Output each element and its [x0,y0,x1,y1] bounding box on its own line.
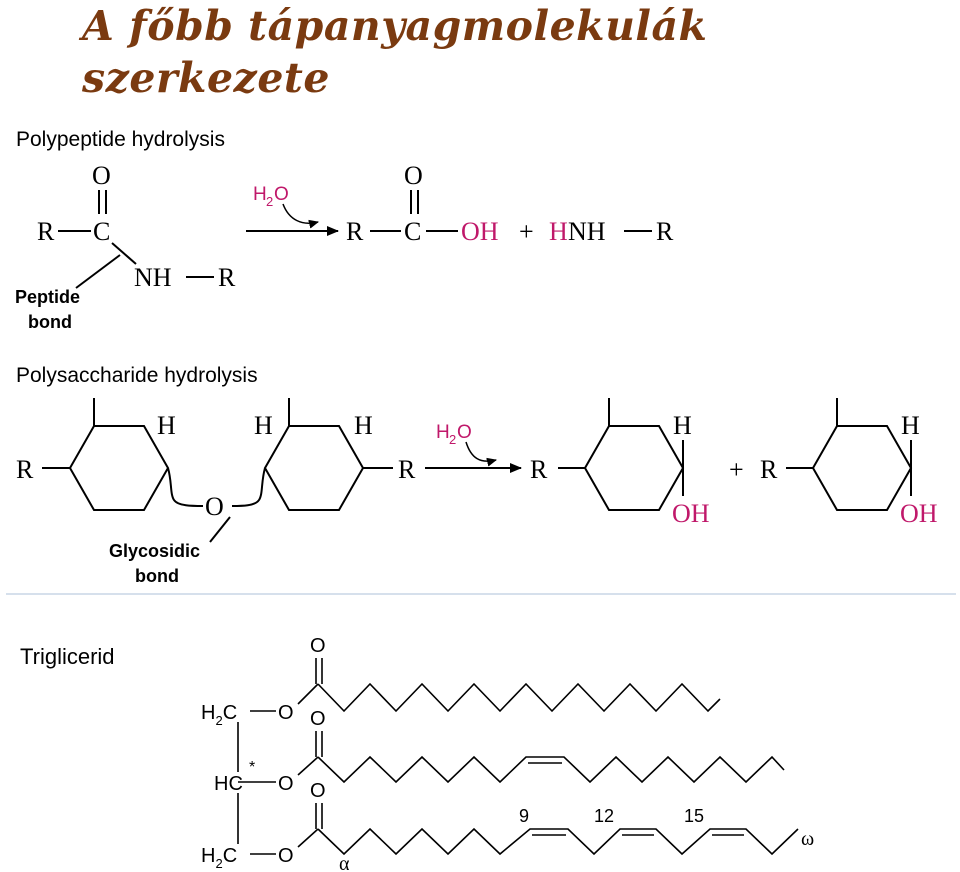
sugar-h-3: H [354,411,373,440]
product-hydroxyl: OH [461,217,499,246]
polypeptide-section: Polypeptide hydrolysis O R C NH R Peptid… [15,128,674,332]
triglyceride-label: Triglicerid [20,644,115,669]
product-sugar-h-2: H [901,411,920,440]
omega-end: ω [801,828,814,850]
sugar-h-1: H [157,411,176,440]
position-9: 9 [519,806,529,826]
saturated-chain [317,682,721,713]
glycerol-bonds [237,658,323,855]
sugar-water-curve-arrow [465,441,497,467]
sugar-r-right: R [398,455,416,484]
carbonyl-carbon: C [93,217,110,246]
peptide-products: O R C OH + H NH R [346,161,674,246]
glycerol-hc-middle: HC [214,773,243,795]
monounsaturated-chain [317,755,785,784]
r-group-left: R [37,217,55,246]
product-sugar-oh-2: OH [900,499,938,528]
sugar-water-o: O [457,422,472,443]
carbonyl-o-2: O [310,708,326,730]
polysaccharide-section: Polysaccharide hydrolysis H [16,364,938,586]
sugar-ring-3 [583,425,685,511]
product-r-group-amine: R [656,217,674,246]
ester-o-3: O [278,845,294,867]
water-h: H [253,184,267,205]
sugar-r-left: R [16,455,34,484]
sugar-ring-1 [68,425,170,511]
alpha-carbon: α [339,853,350,872]
polysaccharide-oh: OH OH [672,499,938,528]
product-nh: NH [568,217,606,246]
plus-sign: + [519,217,534,246]
r-group-amine: R [218,263,236,292]
polyunsaturated-chain [317,827,799,856]
peptide-reactant-bonds [58,190,214,289]
sugar-h-2: H [254,411,273,440]
position-15: 15 [684,806,704,826]
ester-o-2: O [278,773,294,795]
peptide-product-bonds [370,190,652,232]
product-sugar-r-2: R [760,455,778,484]
chain-position-labels: 9 12 15 [519,806,704,826]
sugar-water-h: H [436,422,450,443]
carbonyl-oxygen: O [92,161,111,190]
product-sugar-r-1: R [530,455,548,484]
fatty-acid-chains [317,682,799,856]
peptide-bond-label-1: Peptide [15,287,80,307]
sugar-water-label: H 2 O [436,422,472,447]
product-sugar-plus: + [729,455,744,484]
water-o: O [274,184,289,205]
ester-o-1: O [278,702,294,724]
carbonyl-o-3: O [310,780,326,802]
product-sugar-h-1: H [673,411,692,440]
peptide-bond-label-2: bond [28,312,72,332]
amide-nh: NH [134,263,172,292]
chiral-star: * [249,759,255,776]
glycerol-backbone: H2C HC * H2C O O O O O O [201,635,326,871]
sugar-rings [42,398,913,543]
product-r-group: R [346,217,364,246]
sugar-ring-4 [811,425,913,511]
position-12: 12 [594,806,614,826]
glycosidic-bond-label-1: Glycosidic [109,541,200,561]
triglyceride-section: Triglicerid H2C HC * H2C O O O O O O [20,635,814,872]
peptide-reactant: O R C NH R [37,161,236,292]
page-title: A főbb tápanyagmolekulák szerkezete [82,2,708,102]
product-carbon: C [404,217,421,246]
glycerol-h2c-top: H2C [201,702,237,728]
peptide-water-label: H 2 O [253,184,289,209]
polysaccharide-heading: Polysaccharide hydrolysis [16,364,258,387]
polypeptide-heading: Polypeptide hydrolysis [16,128,225,151]
product-added-h: H [549,217,568,246]
sugar-ring-2 [263,425,365,511]
glycosidic-oxygen: O [205,492,224,521]
product-sugar-oh-1: OH [672,499,710,528]
product-carbonyl-oxygen: O [404,161,423,190]
glycosidic-bond-label-2: bond [135,566,179,586]
carbonyl-o-1: O [310,635,326,657]
water-subscript: 2 [266,194,273,209]
sugar-water-subscript: 2 [449,432,456,447]
glycerol-h2c-bottom: H2C [201,845,237,871]
polysaccharide-atoms: H H H R R O R H + R H [16,411,920,521]
water-curve-arrow [282,203,319,229]
